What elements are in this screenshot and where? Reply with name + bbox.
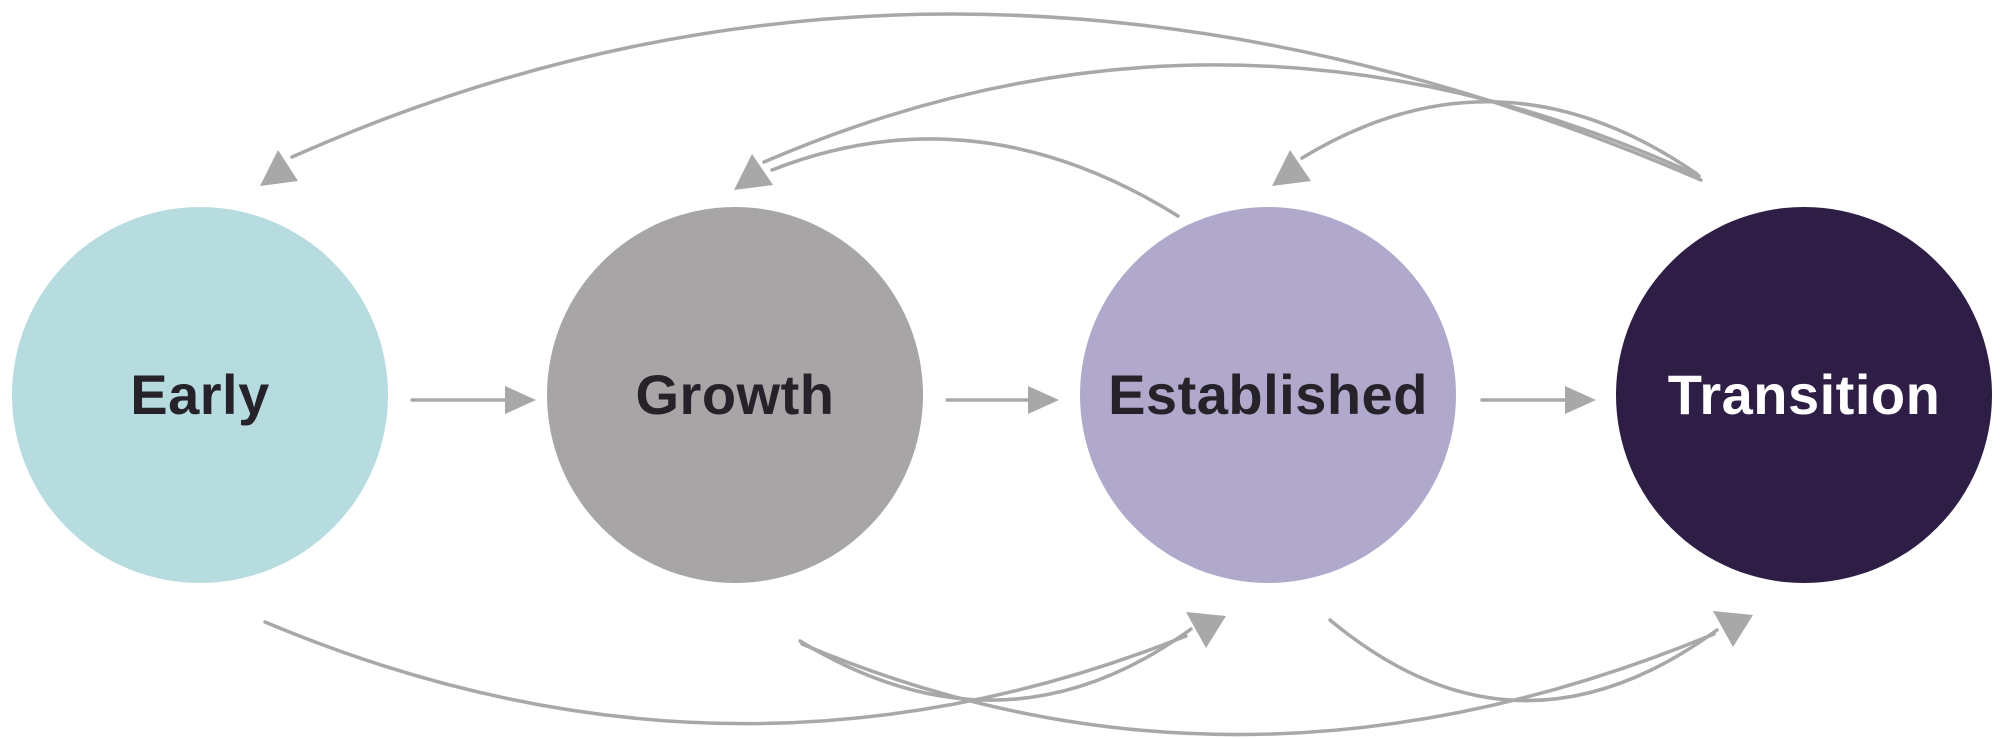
node-transition-label: Transition [1668, 363, 1941, 426]
arrowhead-into-early-top [260, 150, 298, 186]
edge-transition-to-established [1300, 100, 1699, 176]
arrowhead-early-to-growth [505, 386, 536, 414]
node-transition [1616, 207, 1992, 583]
arrowhead-into-transition-bottom [1713, 611, 1753, 647]
edge-growth-to-established-bottom [798, 627, 1193, 702]
node-early [12, 207, 388, 583]
node-growth-label: Growth [636, 363, 835, 426]
arrowhead-into-growth-top [734, 154, 773, 190]
stage-nodes-group: Early Growth Established Transition [12, 207, 1992, 583]
arrowhead-into-established-top [1272, 150, 1311, 186]
arrowhead-into-established-bottom [1186, 612, 1226, 648]
node-established [1080, 207, 1456, 583]
node-growth [547, 207, 923, 583]
edge-transition-to-growth [762, 63, 1701, 178]
direct-arrows-group [410, 386, 1596, 414]
edge-established-to-growth [770, 137, 1180, 218]
arrowhead-established-to-transition [1565, 386, 1596, 414]
edge-early-to-established-bottom [263, 620, 1188, 726]
node-established-label: Established [1108, 363, 1428, 426]
edge-growth-to-transition-bottom [800, 632, 1716, 737]
backward-curves-group [260, 12, 1703, 218]
edge-transition-to-early [290, 12, 1703, 182]
forward-skip-curves-group [263, 611, 1753, 737]
arrowhead-growth-to-established [1028, 386, 1059, 414]
edge-established-to-transition-bottom [1328, 618, 1719, 703]
node-early-label: Early [130, 363, 270, 426]
